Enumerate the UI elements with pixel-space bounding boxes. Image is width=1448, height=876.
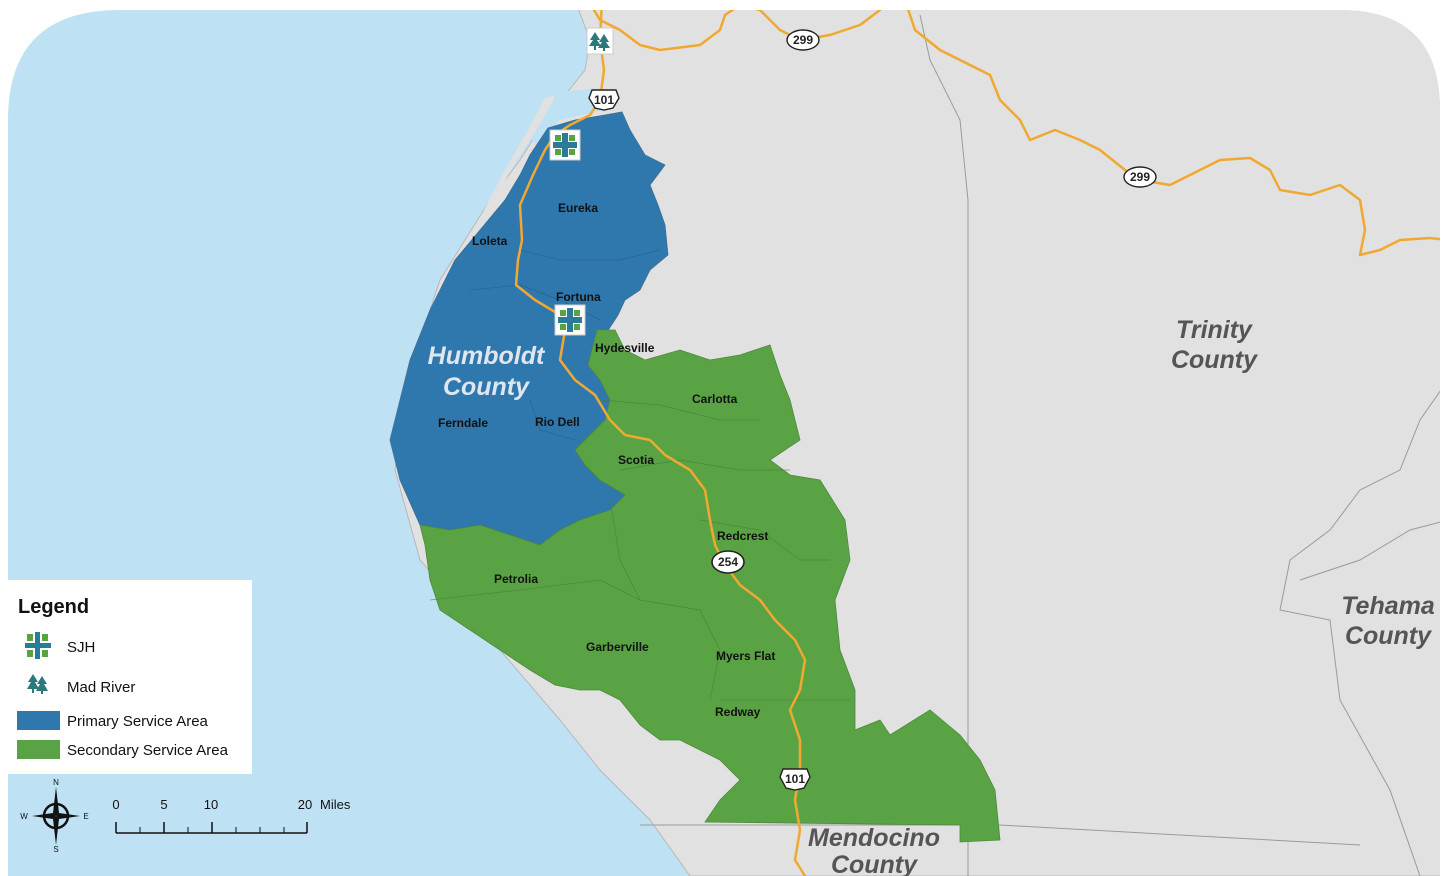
city-label-myers-flat: Myers Flat: [716, 649, 775, 663]
north-spit: [470, 95, 555, 250]
state-299-shield-east: 299: [1123, 166, 1157, 188]
highway-101: [514, 10, 807, 876]
svg-text:101: 101: [785, 772, 805, 786]
legend-item-mad-river: Mad River: [27, 674, 135, 696]
humboldt-bay: [532, 88, 605, 150]
mad-river-marker: [586, 27, 614, 55]
hospital-cross-icon: [553, 133, 577, 157]
primary-swatch: [17, 711, 60, 730]
svg-text:County: County: [443, 373, 530, 401]
city-label-scotia: Scotia: [618, 453, 654, 467]
us-101-shield-south: 101: [779, 768, 811, 791]
mendocino-county-label: Mendocino County: [808, 824, 940, 876]
city-label-garberville: Garberville: [586, 640, 649, 654]
legend: Legend SJH Mad River Primary: [8, 580, 252, 774]
compass-rose: N S E W: [20, 778, 88, 854]
legend-item-sjh: SJH: [25, 632, 95, 659]
svg-text:SJH: SJH: [67, 639, 95, 656]
city-label-hydesville: Hydesville: [595, 341, 655, 355]
sjh-marker-fortuna: [554, 304, 586, 336]
city-label-rio-dell: Rio Dell: [535, 415, 580, 429]
svg-text:Secondary Service Area: Secondary Service Area: [67, 742, 229, 759]
hospital-cross-icon: [558, 308, 582, 332]
svg-text:20: 20: [298, 797, 312, 812]
city-label-fortuna: Fortuna: [556, 290, 601, 304]
svg-text:Mad River: Mad River: [67, 679, 135, 696]
tree-icon: [589, 32, 610, 51]
svg-text:254: 254: [718, 555, 738, 569]
svg-text:Miles: Miles: [320, 797, 351, 812]
svg-text:299: 299: [793, 33, 813, 47]
highway-299-west: [586, 10, 887, 52]
city-label-eureka: Eureka: [558, 201, 598, 215]
svg-text:W: W: [20, 812, 28, 821]
svg-text:Trinity: Trinity: [1176, 316, 1253, 344]
svg-text:E: E: [83, 812, 88, 821]
county-boundaries: [640, 14, 1440, 876]
us-101-shield-north: 101: [588, 89, 620, 111]
city-label-carlotta: Carlotta: [692, 392, 738, 406]
hospital-cross-icon: [25, 632, 51, 659]
city-label-redcrest: Redcrest: [717, 529, 768, 543]
svg-text:5: 5: [160, 797, 167, 812]
highway-299-east: [903, 10, 1440, 257]
humboldt-county-label: Humboldt County: [428, 342, 546, 401]
svg-text:Mendocino: Mendocino: [808, 824, 940, 852]
tehama-county-label: Tehama County: [1341, 592, 1435, 650]
svg-text:County: County: [1171, 346, 1258, 374]
secondary-service-area: [419, 329, 1001, 843]
secondary-swatch: [17, 740, 60, 759]
state-254-shield: 254: [711, 550, 745, 574]
scale-bar: 0 5 10 20 Miles: [112, 797, 351, 834]
sjh-marker-eureka: [549, 129, 581, 161]
svg-text:0: 0: [112, 797, 119, 812]
svg-text:S: S: [53, 845, 58, 854]
tree-icon: [27, 674, 48, 694]
svg-text:N: N: [53, 778, 59, 787]
trinity-county-label: Trinity County: [1171, 316, 1258, 374]
svg-text:County: County: [1345, 622, 1432, 650]
svg-text:Humboldt: Humboldt: [428, 342, 546, 370]
svg-text:299: 299: [1130, 170, 1150, 184]
svg-text:County: County: [831, 851, 918, 876]
city-label-petrolia: Petrolia: [494, 572, 538, 586]
city-label-redway: Redway: [715, 705, 761, 719]
legend-item-secondary: Secondary Service Area: [17, 740, 229, 759]
svg-text:101: 101: [594, 93, 614, 107]
highways: [514, 10, 1440, 876]
legend-item-primary: Primary Service Area: [17, 711, 209, 730]
state-299-shield-north: 299: [786, 29, 820, 51]
city-label-loleta: Loleta: [472, 234, 508, 248]
svg-text:Primary Service Area: Primary Service Area: [67, 713, 209, 730]
legend-title: Legend: [18, 596, 89, 618]
svg-text:10: 10: [204, 797, 218, 812]
sub-region-lines: [429, 399, 850, 701]
svg-text:Tehama: Tehama: [1341, 592, 1435, 620]
city-label-ferndale: Ferndale: [438, 416, 488, 430]
